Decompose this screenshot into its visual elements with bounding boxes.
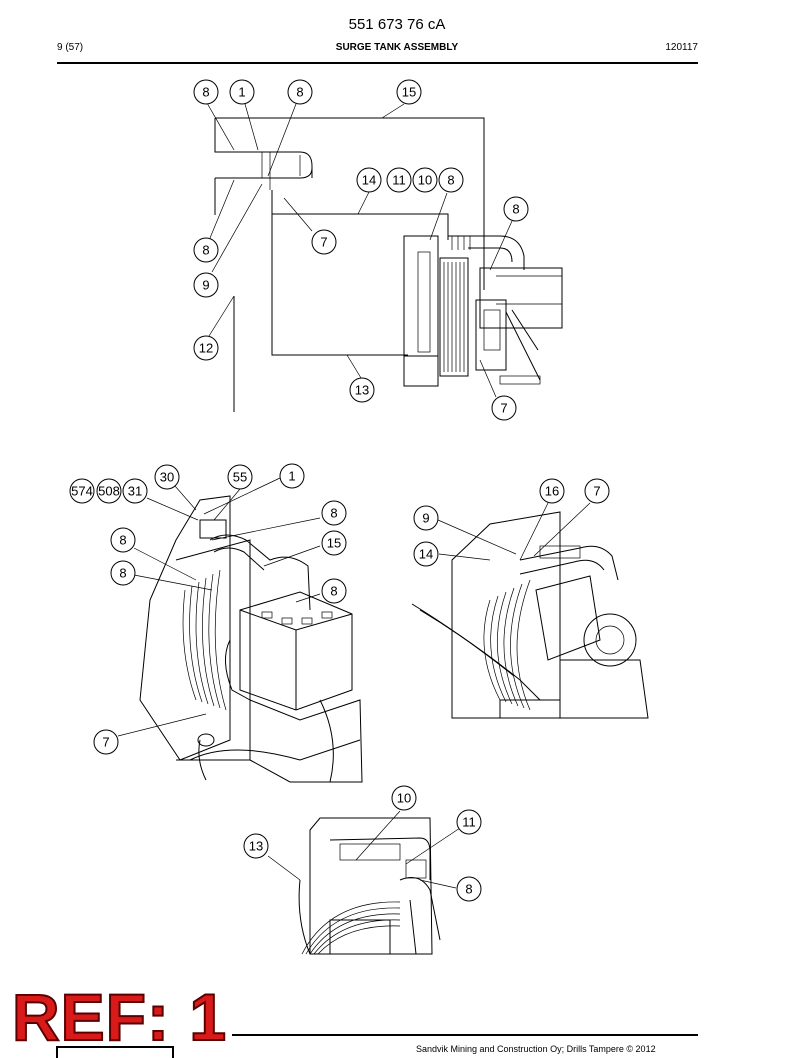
callout-number: 1 bbox=[288, 469, 295, 484]
callout-right-view: 16 7 9 14 bbox=[413, 478, 610, 567]
page-title: SURGE TANK ASSEMBLY bbox=[335, 42, 459, 53]
callout-number: 8 bbox=[447, 173, 454, 188]
callout-balloon[interactable]: 30 bbox=[154, 464, 180, 490]
callout-balloon[interactable]: 8 bbox=[321, 500, 347, 526]
callout-number: 8 bbox=[330, 506, 337, 521]
callout-balloon[interactable]: 9 bbox=[413, 505, 439, 531]
callout-balloon[interactable]: 8 bbox=[110, 527, 136, 553]
callout-balloon[interactable]: 8 bbox=[110, 560, 136, 586]
callout-balloon[interactable]: 14 bbox=[356, 167, 382, 193]
callout-balloon[interactable]: 7 bbox=[93, 729, 119, 755]
callout-balloon[interactable]: 8 bbox=[456, 876, 482, 902]
callout-number: 8 bbox=[202, 243, 209, 258]
callout-number: 11 bbox=[462, 815, 476, 830]
callout-balloon[interactable]: 8 bbox=[321, 578, 347, 604]
callout-balloon[interactable]: 574 bbox=[69, 478, 95, 504]
callout-number: 7 bbox=[320, 235, 327, 250]
top-view-drawing bbox=[214, 117, 563, 412]
callout-number: 8 bbox=[119, 566, 126, 581]
footer-rule bbox=[232, 1034, 698, 1036]
callout-balloon[interactable]: 12 bbox=[193, 335, 219, 361]
left-view-leaders bbox=[117, 477, 321, 737]
callout-number: 13 bbox=[355, 383, 369, 398]
callout-number: 11 bbox=[392, 173, 406, 188]
callout-balloon[interactable]: 9 bbox=[193, 272, 219, 298]
callout-number: 8 bbox=[296, 85, 303, 100]
callout-number: 574 bbox=[71, 484, 93, 499]
callout-number: 7 bbox=[102, 735, 109, 750]
callout-number: 1 bbox=[238, 85, 245, 100]
callout-number: 7 bbox=[593, 484, 600, 499]
callout-number: 55 bbox=[233, 470, 247, 485]
callout-balloon[interactable]: 31 bbox=[122, 478, 148, 504]
callout-number: 13 bbox=[249, 839, 263, 854]
ref-stamp: REF: 1 bbox=[11, 980, 228, 1054]
callout-number: 8 bbox=[330, 584, 337, 599]
callout-number: 7 bbox=[500, 401, 507, 416]
document-number: 551 673 76 cA bbox=[348, 16, 446, 33]
callout-number: 31 bbox=[128, 484, 142, 499]
callout-number: 9 bbox=[422, 511, 429, 526]
callout-balloon[interactable]: 13 bbox=[349, 377, 375, 403]
callout-balloon[interactable]: 16 bbox=[539, 478, 565, 504]
left-view-drawing bbox=[139, 495, 363, 783]
callout-balloon[interactable]: 13 bbox=[243, 833, 269, 859]
callout-balloon[interactable]: 1 bbox=[279, 463, 305, 489]
callout-number: 508 bbox=[98, 484, 120, 499]
footer-copyright: Sandvik Mining and Construction Oy; Dril… bbox=[416, 1044, 656, 1054]
callout-balloon[interactable]: 8 bbox=[438, 167, 464, 193]
callout-number: 30 bbox=[160, 470, 174, 485]
callout-balloon[interactable]: 11 bbox=[386, 167, 412, 193]
callout-number: 14 bbox=[362, 173, 376, 188]
callout-top-view: 8 1 8 15 14 11 10 8 8 8 7 9 12 13 7 bbox=[193, 79, 529, 421]
callout-number: 12 bbox=[199, 341, 213, 356]
callout-number: 9 bbox=[202, 278, 209, 293]
callout-number: 10 bbox=[397, 791, 411, 806]
callout-balloon[interactable]: 11 bbox=[456, 809, 482, 835]
callout-balloon[interactable]: 508 bbox=[96, 478, 122, 504]
callout-balloon[interactable]: 14 bbox=[413, 541, 439, 567]
callout-balloon[interactable]: 10 bbox=[391, 785, 417, 811]
callout-balloon[interactable]: 7 bbox=[584, 478, 610, 504]
callout-balloon[interactable]: 8 bbox=[193, 237, 219, 263]
callout-number: 8 bbox=[202, 85, 209, 100]
callout-bottom-view: 10 11 13 8 bbox=[243, 785, 482, 902]
callout-balloon[interactable]: 55 bbox=[227, 464, 253, 490]
callout-balloon[interactable]: 7 bbox=[491, 395, 517, 421]
top-view-leaders bbox=[206, 102, 513, 398]
callout-number: 15 bbox=[402, 85, 416, 100]
callout-number: 8 bbox=[119, 533, 126, 548]
callout-number: 8 bbox=[512, 202, 519, 217]
callout-balloon[interactable]: 8 bbox=[193, 79, 219, 105]
callout-balloon[interactable]: 10 bbox=[412, 167, 438, 193]
callout-number: 15 bbox=[327, 536, 341, 551]
callout-number: 16 bbox=[545, 484, 559, 499]
callout-number: 10 bbox=[418, 173, 432, 188]
callout-balloon[interactable]: 1 bbox=[229, 79, 255, 105]
right-view-leaders bbox=[437, 502, 591, 561]
right-view-drawing bbox=[411, 511, 649, 719]
date-code: 120117 bbox=[665, 42, 698, 53]
callout-balloon[interactable]: 15 bbox=[396, 79, 422, 105]
header-rule bbox=[57, 62, 698, 64]
callout-number: 14 bbox=[419, 547, 433, 562]
page-number: 9 (57) bbox=[57, 42, 84, 53]
callout-balloon[interactable]: 7 bbox=[311, 229, 337, 255]
callout-left-view: 574 508 31 30 55 1 8 8 15 8 8 7 bbox=[69, 463, 347, 755]
bottom-view-drawing bbox=[298, 817, 441, 955]
sandvik-logo bbox=[56, 1046, 174, 1058]
bottom-view-leaders bbox=[267, 810, 461, 889]
callout-number: 8 bbox=[465, 882, 472, 897]
callout-balloon[interactable]: 15 bbox=[321, 530, 347, 556]
callout-balloon[interactable]: 8 bbox=[287, 79, 313, 105]
callout-balloon[interactable]: 8 bbox=[503, 196, 529, 222]
